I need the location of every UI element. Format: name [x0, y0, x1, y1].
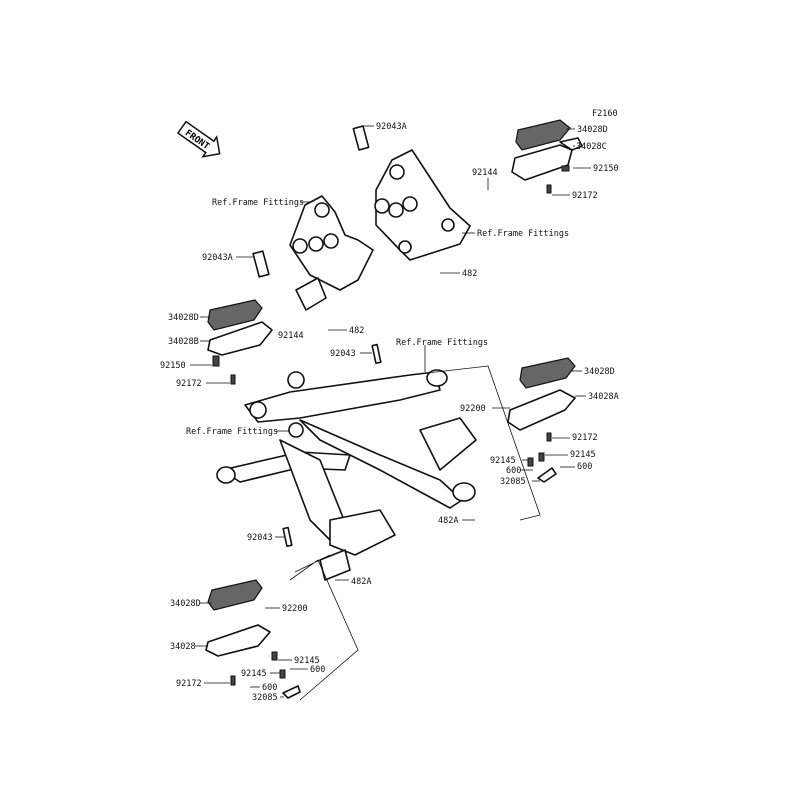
part-label: 34028	[170, 642, 196, 652]
pin-92043a-left	[252, 250, 270, 278]
part-label: 34028D	[170, 599, 201, 609]
left-rear-bracket	[289, 195, 374, 311]
part-label: 482A	[438, 516, 458, 526]
part-label: 32085	[500, 477, 526, 487]
ref-label: Ref.Frame Fittings	[396, 338, 488, 348]
part-label: 92043A	[202, 253, 233, 263]
part-label: 92172	[176, 379, 202, 389]
footrest-frame	[216, 369, 477, 581]
part-label: 600	[577, 462, 592, 472]
part-label: 34028D	[168, 313, 199, 323]
part-label: 32085	[252, 693, 278, 703]
leader-lines	[190, 125, 591, 701]
part-label: 482A	[351, 577, 371, 587]
ref-label: Ref.Frame Fittings	[186, 427, 278, 437]
part-label: 92043	[247, 533, 273, 543]
front-arrow-icon: FRONT	[176, 120, 221, 158]
pin-92043a-upper	[352, 125, 370, 151]
right-rear-bracket	[374, 149, 471, 261]
part-label: 34028D	[584, 367, 615, 377]
part-label: 34028A	[588, 392, 619, 402]
part-label: 92043A	[376, 122, 407, 132]
part-label: 92144	[472, 168, 498, 178]
part-label: 92150	[160, 361, 186, 371]
part-label: 34028C	[576, 142, 607, 152]
part-label: 482	[462, 269, 477, 279]
part-label: 92145	[490, 456, 516, 466]
part-label: 92172	[572, 191, 598, 201]
ref-label: Ref.Frame Fittings	[477, 229, 569, 239]
part-label: 34028D	[577, 125, 608, 135]
part-label: 34028B	[168, 337, 199, 347]
part-label: 92144	[278, 331, 304, 341]
part-label: 600	[310, 665, 325, 675]
ref-label: Ref.Frame Fittings	[212, 198, 304, 208]
diagram-code: F2160	[592, 109, 618, 119]
footpeg-lower-left	[205, 579, 301, 699]
part-label: 92172	[176, 679, 202, 689]
part-label: 92145	[241, 669, 267, 679]
part-label: 600	[262, 683, 277, 693]
part-label: 600	[506, 466, 521, 476]
part-labels: F2160 92043A 34028D 34028C 92150 92144 9…	[160, 109, 619, 703]
footpeg-right	[507, 357, 576, 483]
part-label: 92200	[282, 604, 308, 614]
part-label: 92150	[593, 164, 619, 174]
part-label: 92145	[570, 450, 596, 460]
part-label: 92172	[572, 433, 598, 443]
footpeg-upper-right	[511, 119, 583, 194]
part-label: 92145	[294, 656, 320, 666]
pin-92043-lower	[282, 526, 293, 548]
part-label: 92043	[330, 349, 356, 359]
pin-92043	[371, 343, 382, 365]
footpeg-upper-left	[207, 299, 273, 385]
part-label: 482	[349, 326, 364, 336]
part-label: 92200	[460, 404, 486, 414]
